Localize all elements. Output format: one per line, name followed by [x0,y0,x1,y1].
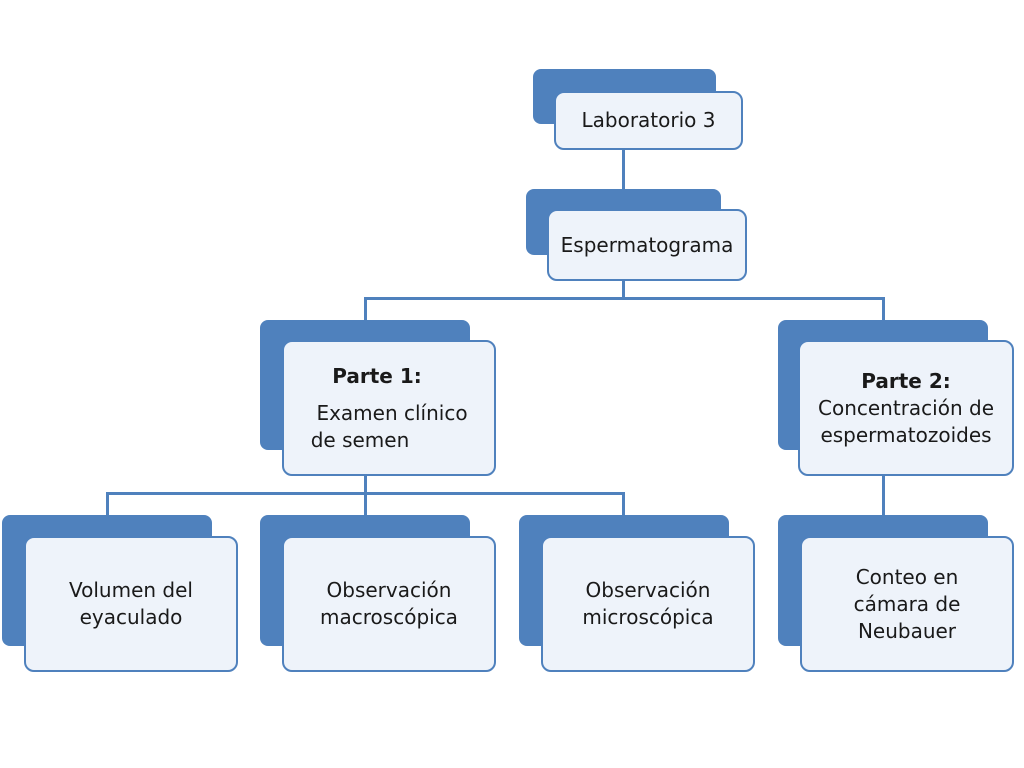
node-line-2: microscópica [582,605,714,629]
node-line-1: Concentración de [818,395,994,420]
node-box: Volumen del eyaculado [24,536,238,672]
node-line-1: Observación [585,578,711,602]
connector-to-parte-1 [364,297,367,321]
node-line-2: espermatozoides [820,422,992,447]
node-line-1: Observación [326,578,452,602]
node-line-2: de semen [310,427,410,452]
node-label: Espermatograma [560,232,734,257]
node-line-2: eyaculado [79,605,183,629]
node-line-1: Examen clínico [316,400,468,425]
node-title: Parte 2: [861,368,951,393]
node-title: Parte 1: [332,363,422,388]
connector-root-to-espermatograma [622,148,625,190]
node-line-2: macroscópica [320,605,458,629]
node-espermatograma: Espermatograma [526,189,747,281]
node-box: Parte 2: Concentración de espermatozoide… [798,340,1014,476]
connector-level2-bar [364,297,885,300]
node-label: Laboratorio 3 [581,108,716,132]
node-box: Espermatograma [547,209,747,281]
node-observacion-macroscopica: Observación macroscópica [260,515,496,672]
node-box: Conteo en cámara de Neubauer [800,536,1014,672]
node-line-1: Conteo en [855,564,959,589]
connector-to-macroscopica [364,492,367,517]
connector-parte-2-to-conteo [882,474,885,517]
node-parte-2: Parte 2: Concentración de espermatozoide… [778,320,1014,476]
node-box: Parte 1: Examen clínico de semen [282,340,496,476]
node-parte-1: Parte 1: Examen clínico de semen [260,320,496,476]
connector-espermatograma-stem [622,279,625,299]
node-box: Laboratorio 3 [554,91,743,150]
node-line-1: Volumen del [69,578,193,602]
node-box: Observación macroscópica [282,536,496,672]
connector-to-microscopica [622,492,625,517]
node-box: Observación microscópica [541,536,755,672]
node-line-3: Neubauer [857,618,957,643]
node-conteo-camara-neubauer: Conteo en cámara de Neubauer [778,515,1014,672]
connector-parte-1-stem [364,474,367,494]
node-line-2: cámara de [853,591,961,616]
node-observacion-microscopica: Observación microscópica [519,515,755,672]
connector-to-volumen [106,492,109,517]
node-volumen-del-eyaculado: Volumen del eyaculado [2,515,238,672]
connector-to-parte-2 [882,297,885,321]
node-laboratorio-3: Laboratorio 3 [533,69,743,150]
